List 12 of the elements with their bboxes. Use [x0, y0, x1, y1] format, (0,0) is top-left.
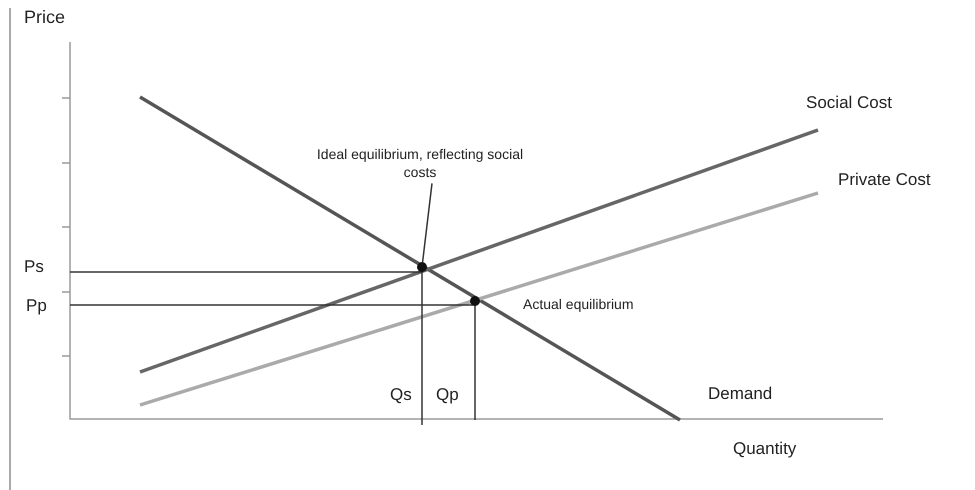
- price-label: Ps: [24, 258, 44, 275]
- point-label: Actual equilibrium: [523, 297, 634, 311]
- quantity-label: Qs: [390, 386, 412, 403]
- price-label: Pp: [26, 297, 47, 314]
- leader-line: [422, 183, 433, 262]
- annotation-text: Ideal equilibrium, reflecting social costs: [300, 145, 540, 182]
- curve-label: Private Cost: [838, 171, 931, 188]
- axis-label: Price: [24, 8, 66, 26]
- quantity-label: Qp: [436, 386, 459, 403]
- curve-label: Demand: [708, 385, 772, 402]
- curve-label: Social Cost: [806, 94, 892, 111]
- axis-label: Quantity: [733, 440, 796, 457]
